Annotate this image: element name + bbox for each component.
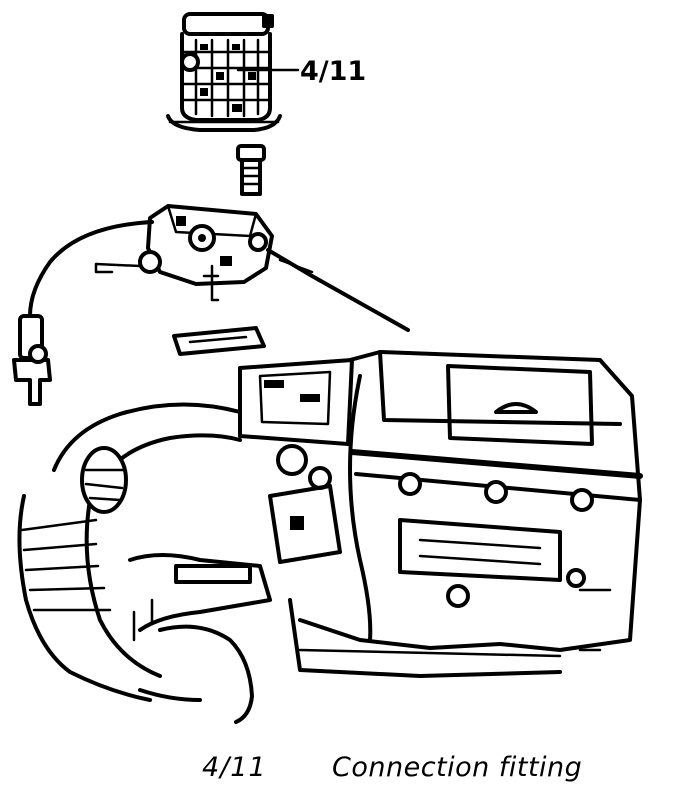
callout-4-11: 4/11 — [236, 56, 366, 87]
caption-description: Connection fitting — [332, 752, 583, 783]
callout-label: 4/11 — [300, 56, 366, 87]
figure-caption: 4/11 Connection fitting — [0, 752, 688, 792]
intake-hose — [17, 402, 242, 702]
mounting-bolt — [236, 144, 266, 196]
caption-number: 4/11 — [202, 752, 267, 783]
connection-fitting-filter — [166, 12, 282, 132]
intake-manifold-bend — [128, 553, 272, 724]
gasket — [172, 326, 266, 356]
engine-base — [288, 598, 562, 678]
throttle-cable — [12, 220, 154, 406]
engine-block — [298, 350, 643, 652]
throttle-body — [94, 204, 410, 332]
valve-housing — [238, 358, 354, 564]
